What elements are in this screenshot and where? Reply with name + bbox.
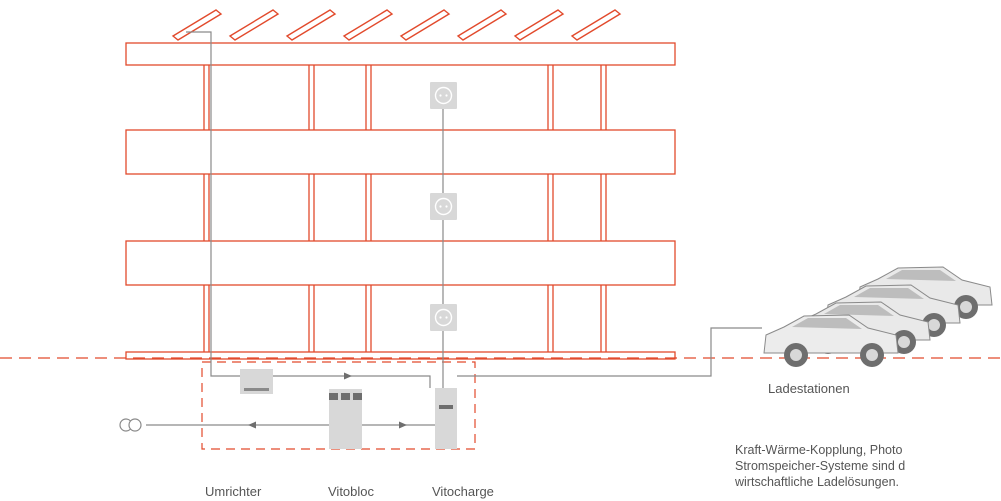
description-line: wirtschaftliche Ladelösungen. — [735, 475, 899, 489]
socket-icon — [430, 82, 457, 109]
label-vitocharge: Vitocharge — [432, 484, 494, 499]
charging-cars — [763, 266, 993, 367]
description-line: Kraft-Wärme-Kopplung, Photo — [735, 443, 903, 457]
solar-panel-icon — [228, 9, 280, 41]
label-vitobloc: Vitobloc — [328, 484, 375, 499]
solar-panel-icon — [570, 9, 622, 41]
floor-slab — [125, 351, 676, 360]
solar-panel-icon — [171, 9, 223, 41]
solar-panel-icon — [456, 9, 508, 41]
umrichter-device — [240, 369, 273, 394]
solar-panel-icon — [513, 9, 565, 41]
flow-arrows — [248, 372, 407, 429]
label-ladestationen: Ladestationen — [768, 381, 850, 396]
wiring — [146, 31, 762, 426]
vitobloc-device — [329, 389, 362, 449]
solar-panel-icon — [342, 9, 394, 41]
floor-slab — [125, 129, 676, 175]
floor-slab — [125, 240, 676, 286]
description-line: Stromspeicher-Systeme sind d — [735, 459, 906, 473]
building-frame — [125, 42, 676, 360]
car-icon — [763, 314, 899, 367]
vitocharge-device — [435, 388, 457, 449]
floor-slab — [125, 42, 676, 66]
transformer-icon — [119, 418, 142, 432]
description-text: Kraft-Wärme-Kopplung, Photo Stromspeiche… — [735, 442, 1001, 490]
socket-icon — [430, 193, 457, 220]
solar-panel-icon — [399, 9, 451, 41]
solar-panel-row — [171, 9, 622, 41]
solar-panel-icon — [285, 9, 337, 41]
label-umrichter: Umrichter — [205, 484, 262, 499]
socket-icon — [430, 304, 457, 331]
